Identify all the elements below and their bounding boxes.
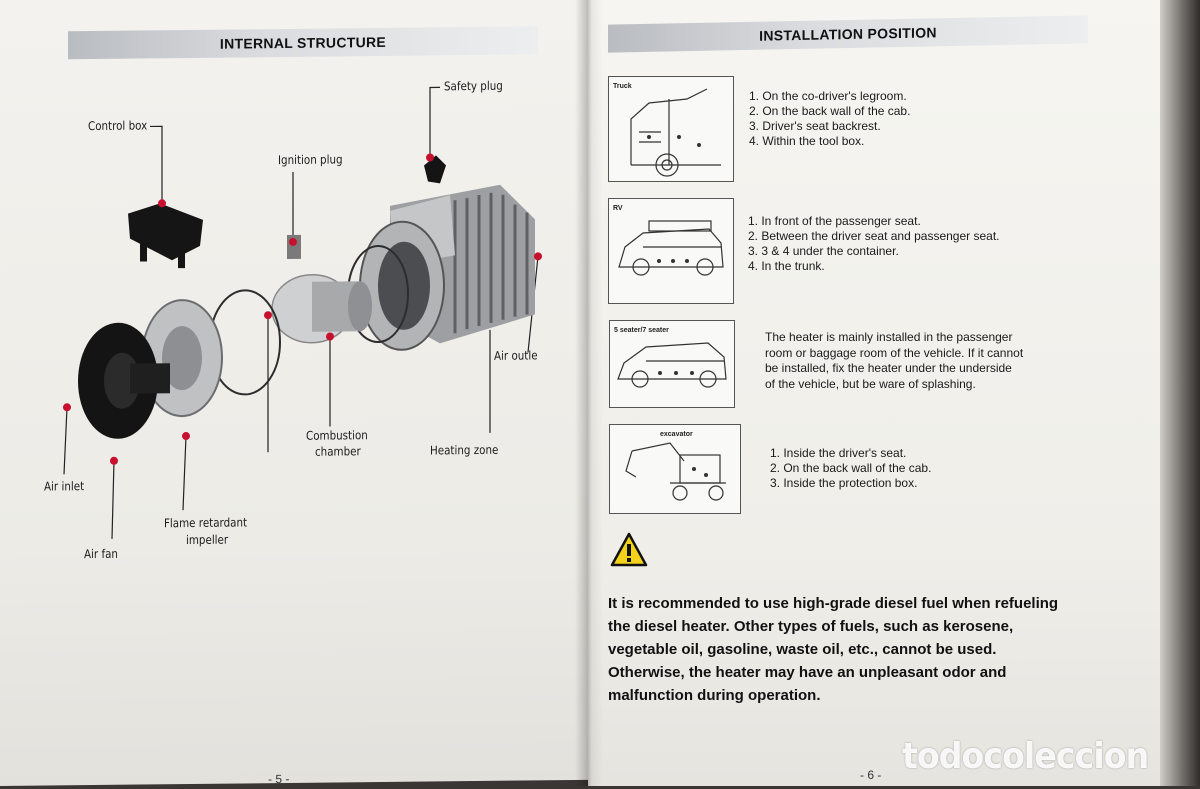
minivan-icon <box>617 342 727 388</box>
list-item: 3. Inside the protection box. <box>770 476 918 490</box>
exploded-heater-diagram <box>63 86 542 539</box>
list-item: 3. Driver's seat backrest. <box>749 119 881 133</box>
list-item: 1. On the co-driver's legroom. <box>749 89 907 103</box>
list-item: 2. On the back wall of the cab. <box>749 104 911 118</box>
label-ignition-plug: Ignition plug <box>278 152 343 168</box>
excavator-tag: excavator <box>660 431 693 438</box>
page-number-right: - 6 - <box>860 768 882 782</box>
label-flame-impeller-line1: Flame retardant <box>164 515 248 531</box>
left-page: INTERNAL STRUCTURE <box>0 0 588 786</box>
page-number-left: - 5 - <box>268 771 290 787</box>
rv-illustration-box: RV <box>608 198 734 304</box>
label-heating-zone: Heating zone <box>430 442 499 458</box>
truck-icon <box>630 88 721 177</box>
rv-positions-list: 1. In front of the passenger seat. 2. Be… <box>748 214 1000 274</box>
label-safety-plug: Safety plug <box>444 78 503 94</box>
air-fan-part <box>78 322 170 439</box>
label-combustion-chamber-line1: Combustion <box>306 428 368 443</box>
excavator-icon <box>625 442 726 501</box>
fuel-warning-text: It is recommended to use high-grade dies… <box>608 595 1059 704</box>
seater-tag: 5 seater/7 seater <box>614 327 669 334</box>
truck-positions-list: 1. On the co-driver's legroom. 2. On the… <box>749 89 910 149</box>
list-item: 1. Inside the driver's seat. <box>770 446 907 460</box>
rv-tag: RV <box>613 205 623 212</box>
list-item: 2. On the back wall of the cab. <box>770 461 932 475</box>
seater-illustration-box: 5 seater/7 seater <box>609 320 735 408</box>
list-item: 4. Within the tool box. <box>749 134 865 148</box>
truck-tag: Truck <box>613 83 632 90</box>
control-box-part <box>128 203 203 269</box>
truck-illustration-box: Truck <box>608 76 734 182</box>
page-edge-shadow <box>1160 0 1200 786</box>
warning-triangle-icon <box>610 532 648 567</box>
installation-position-header: INSTALLATION POSITION <box>608 15 1088 53</box>
right-page: INSTALLATION POSITION Truck 1. On the co… <box>588 0 1173 786</box>
list-item: 3. 3 & 4 under the container. <box>748 244 899 258</box>
label-air-outlet: Air outle <box>494 348 538 363</box>
label-air-inlet: Air inlet <box>44 479 85 494</box>
book-spine-shadow <box>575 0 603 786</box>
label-combustion-chamber-line2: chamber <box>315 444 361 459</box>
seater-description: The heater is mainly installed in the pa… <box>765 330 1024 391</box>
label-flame-impeller-line2: impeller <box>186 532 229 548</box>
excavator-positions-list: 1. Inside the driver's seat. 2. On the b… <box>770 446 931 491</box>
list-item: 2. Between the driver seat and passenger… <box>748 229 1000 243</box>
excavator-illustration-box: excavator <box>609 424 741 514</box>
label-air-fan: Air fan <box>84 546 118 562</box>
label-control-box: Control box <box>88 118 148 134</box>
list-item: 4. In the trunk. <box>748 259 825 273</box>
rv-icon <box>618 220 724 276</box>
watermark-logo: todocoleccion <box>902 736 1149 777</box>
list-item: 1. In front of the passenger seat. <box>748 214 921 228</box>
